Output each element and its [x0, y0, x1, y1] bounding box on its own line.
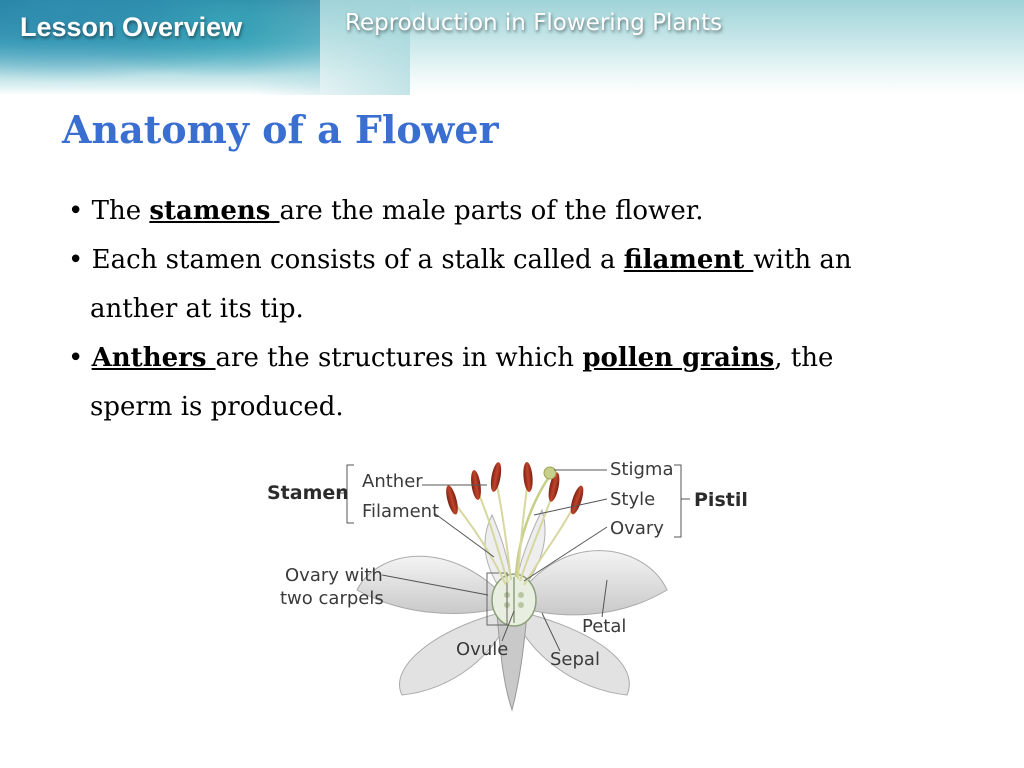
- label-ovary: Ovary: [610, 518, 664, 539]
- bullet-item: • Each stamen consists of a stalk called…: [68, 245, 852, 275]
- slide-header: Lesson Overview Reproduction in Flowerin…: [0, 0, 1024, 95]
- label-pistil: Pistil: [694, 489, 748, 511]
- lesson-overview-label: Lesson Overview: [20, 12, 243, 42]
- label-style: Style: [610, 489, 655, 510]
- label-ovary-with-carpels-line1: Ovary with: [285, 565, 383, 586]
- keyword-anthers: Anthers: [91, 343, 216, 373]
- label-ovary-with-carpels-line2: two carpels: [280, 588, 384, 609]
- bullet-continuation: anther at its tip.: [90, 294, 304, 324]
- label-ovule: Ovule: [456, 639, 508, 660]
- keyword-pollen-grains: pollen grains: [582, 343, 775, 373]
- label-stamen: Stamen: [267, 482, 349, 504]
- flower-illustration: [356, 462, 668, 712]
- label-sepal: Sepal: [550, 649, 600, 670]
- keyword-stamens: stamens: [149, 196, 280, 226]
- keyword-filament: filament: [623, 245, 754, 275]
- bullet-item: • The stamens are the male parts of the …: [68, 196, 704, 226]
- label-stigma: Stigma: [610, 459, 673, 480]
- label-filament: Filament: [362, 501, 439, 522]
- bullet-list: • The stamens are the male parts of the …: [68, 187, 968, 432]
- label-anther: Anther: [362, 471, 423, 492]
- section-title: Reproduction in Flowering Plants: [345, 10, 723, 36]
- label-petal: Petal: [582, 616, 626, 637]
- slide-title: Anatomy of a Flower: [62, 107, 499, 152]
- bullet-item: • Anthers are the structures in which po…: [68, 343, 834, 373]
- bullet-continuation: sperm is produced.: [90, 392, 344, 422]
- flower-anatomy-diagram: Stamen Anther Filament Stigma Style Ovar…: [267, 459, 748, 712]
